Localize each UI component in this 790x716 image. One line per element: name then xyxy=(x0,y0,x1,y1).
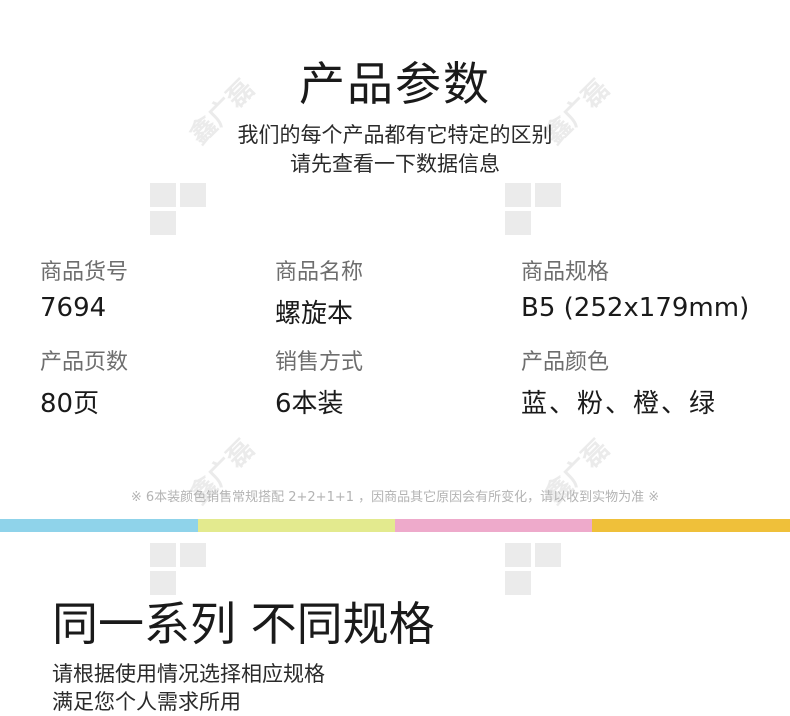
stripe-segment xyxy=(0,519,198,532)
spec-value-item-number: 7694 xyxy=(40,293,107,323)
stripe-segment xyxy=(592,519,790,532)
subtitle-line-1: 我们的每个产品都有它特定的区别 xyxy=(237,123,553,147)
disclaimer-note: ※ 6本装颜色销售常规搭配 2+2+1+1 ，因商品其它原因会有所变化，请以收到… xyxy=(130,490,660,505)
spec-label-color: 产品颜色 xyxy=(521,350,610,375)
spec-label-item-number: 商品货号 xyxy=(40,260,129,285)
spec-value-sales-method: 6本装 xyxy=(275,389,344,419)
watermark-blocks-icon xyxy=(150,183,206,235)
spec-value-size: B5 (252x179mm) xyxy=(521,293,750,323)
subtitle-line-2: 请先查看一下数据信息 xyxy=(290,152,500,176)
watermark-blocks-icon xyxy=(505,183,561,235)
spec-label-page-count: 产品页数 xyxy=(40,350,129,375)
series-desc-line-2: 满足您个人需求所用 xyxy=(52,690,241,714)
stripe-segment xyxy=(395,519,593,532)
spec-value-color: 蓝、粉、橙、绿 xyxy=(521,389,718,419)
spec-value-product-name: 螺旋本 xyxy=(275,299,354,329)
stripe-segment xyxy=(198,519,396,532)
series-desc-line-1: 请根据使用情况选择相应规格 xyxy=(52,662,325,686)
spec-label-sales-method: 销售方式 xyxy=(275,350,364,375)
series-section-title: 同一系列 不同规格 xyxy=(52,597,435,651)
page-title: 产品参数 xyxy=(299,57,491,111)
spec-label-product-name: 商品名称 xyxy=(275,260,364,285)
spec-value-page-count: 80页 xyxy=(40,389,100,419)
watermark-blocks-icon xyxy=(505,543,561,595)
spec-label-size: 商品规格 xyxy=(521,260,610,285)
